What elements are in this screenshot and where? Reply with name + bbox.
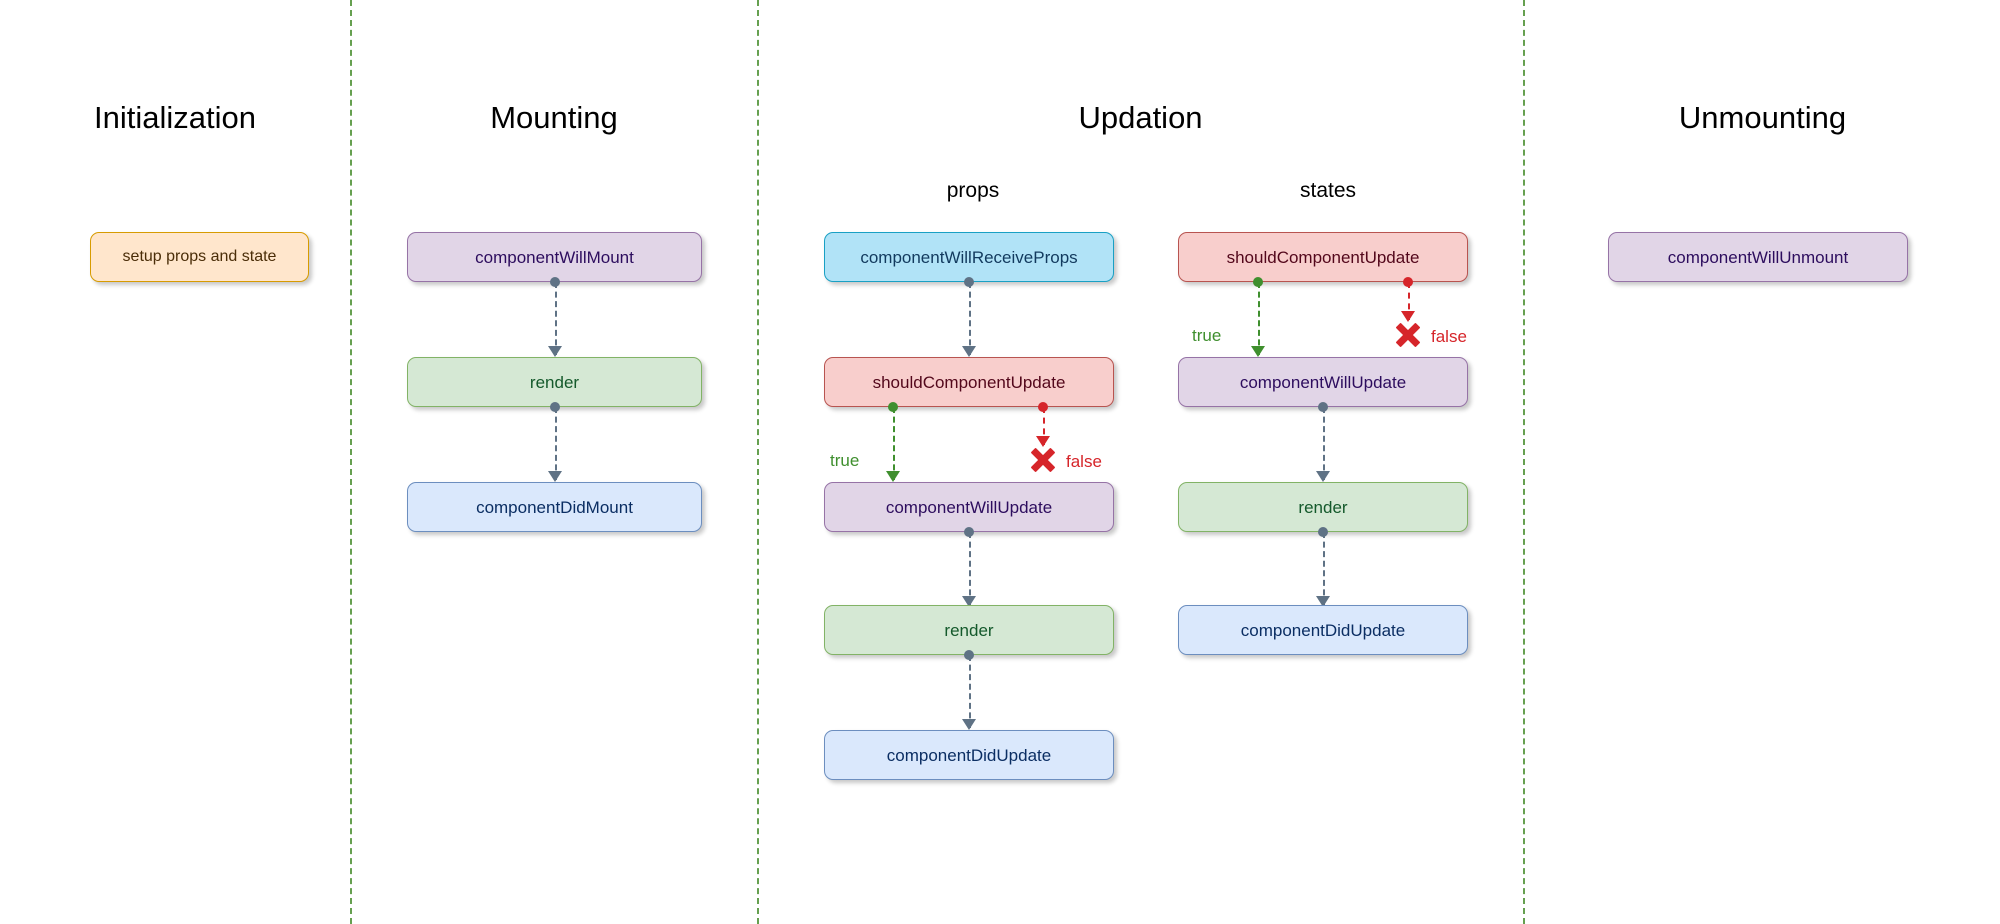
connector-arrowhead <box>886 471 900 482</box>
node-component-will-mount[interactable]: componentWillMount <box>407 232 702 282</box>
divider-updation-unmounting <box>1523 0 1525 924</box>
section-title-mounting: Mounting <box>490 100 618 135</box>
node-component-will-receive-props[interactable]: componentWillReceiveProps <box>824 232 1114 282</box>
connector-line <box>555 407 557 480</box>
connector-arrowhead <box>1401 311 1415 322</box>
connector-arrowhead <box>1316 596 1330 607</box>
node-component-will-unmount[interactable]: componentWillUnmount <box>1608 232 1908 282</box>
connector-line <box>893 407 895 480</box>
node-mounting-render[interactable]: render <box>407 357 702 407</box>
node-props-render[interactable]: render <box>824 605 1114 655</box>
connector-line <box>1323 407 1325 480</box>
node-props-component-did-update[interactable]: componentDidUpdate <box>824 730 1114 780</box>
connector-line <box>969 282 971 355</box>
node-props-should-component-update[interactable]: shouldComponentUpdate <box>824 357 1114 407</box>
divider-mounting-updation <box>757 0 759 924</box>
divider-initialization-mounting <box>350 0 352 924</box>
connector-line <box>969 532 971 605</box>
section-title-initialization: Initialization <box>94 100 256 135</box>
node-props-component-will-update[interactable]: componentWillUpdate <box>824 482 1114 532</box>
node-states-component-will-update[interactable]: componentWillUpdate <box>1178 357 1468 407</box>
node-states-component-did-update[interactable]: componentDidUpdate <box>1178 605 1468 655</box>
node-component-did-mount[interactable]: componentDidMount <box>407 482 702 532</box>
branch-label-states-true: true <box>1192 326 1222 345</box>
branch-label-props-true: true <box>830 451 860 470</box>
connector-arrowhead <box>1316 471 1330 482</box>
connector-line <box>1323 532 1325 605</box>
connector-line <box>969 655 971 728</box>
connector-line <box>1043 407 1045 445</box>
connector-arrowhead <box>962 596 976 607</box>
blocked-x-icon-props <box>1028 445 1058 475</box>
node-setup-props-and-state[interactable]: setup props and state <box>90 232 309 282</box>
connector-arrowhead <box>548 471 562 482</box>
connector-arrowhead <box>962 346 976 357</box>
connector-line <box>555 282 557 355</box>
connector-arrowhead <box>548 346 562 357</box>
subsection-title-props: props <box>946 179 1000 202</box>
subsection-title-states: states <box>1299 179 1357 202</box>
section-title-unmounting: Unmounting <box>1678 100 1847 135</box>
section-title-updation: Updation <box>1078 100 1203 135</box>
connector-arrowhead <box>962 719 976 730</box>
blocked-x-icon-states <box>1393 320 1423 350</box>
node-states-render[interactable]: render <box>1178 482 1468 532</box>
branch-label-states-false: false <box>1431 327 1467 346</box>
connector-line <box>1408 282 1410 320</box>
branch-label-props-false: false <box>1066 452 1102 471</box>
node-states-should-component-update[interactable]: shouldComponentUpdate <box>1178 232 1468 282</box>
connector-arrowhead <box>1251 346 1265 357</box>
connector-line <box>1258 282 1260 355</box>
connector-arrowhead <box>1036 436 1050 447</box>
